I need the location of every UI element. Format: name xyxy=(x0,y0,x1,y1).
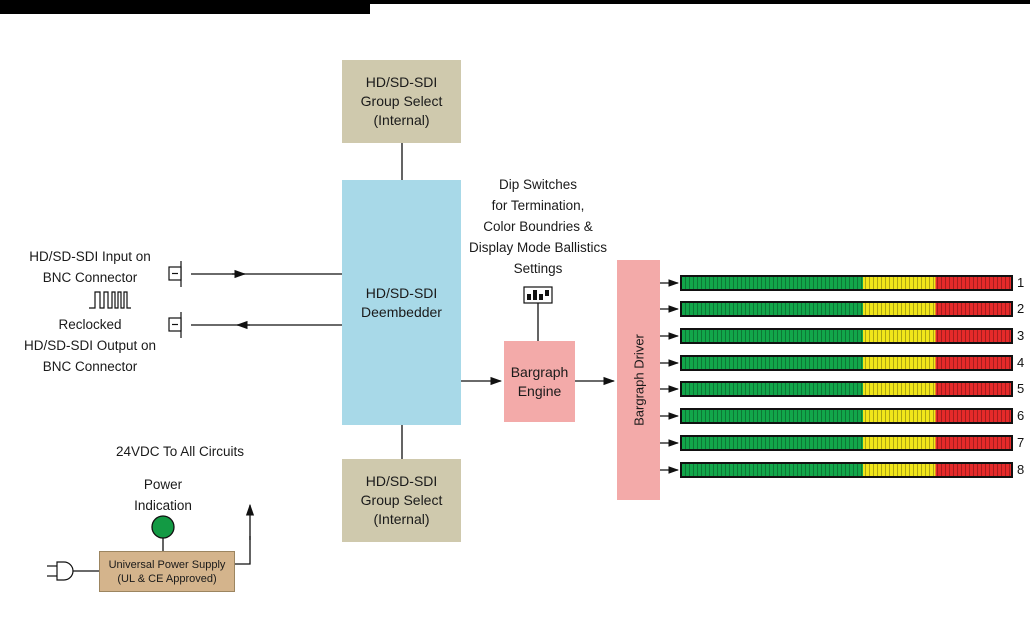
group-select-bottom-block: HD/SD-SDI Group Select (Internal) xyxy=(342,459,461,542)
dip-line-4: Display Mode Ballistics xyxy=(468,240,608,255)
bargraph-number-7: 7 xyxy=(1017,435,1025,450)
group-select-top-line-1: HD/SD-SDI xyxy=(365,74,438,90)
bargraph-meter-4 xyxy=(680,355,1013,371)
bargraph-engine-line-2: Engine xyxy=(517,382,562,399)
universal-power-supply-block: Universal Power Supply (UL & CE Approved… xyxy=(99,551,235,592)
dip-switches-label: Dip Switches for Termination, Color Boun… xyxy=(440,174,636,279)
group-select-top-block: HD/SD-SDI Group Select (Internal) xyxy=(342,60,461,143)
output-line-3: BNC Connector xyxy=(42,359,138,374)
power-indicator-led xyxy=(151,515,175,539)
top-left-bar xyxy=(0,0,370,14)
group-select-top-line-3: (Internal) xyxy=(373,112,430,128)
group-select-bottom-line-1: HD/SD-SDI xyxy=(365,473,438,489)
bargraph-meter-5 xyxy=(680,381,1013,397)
group-select-top-line-2: Group Select xyxy=(360,93,443,109)
group-select-bottom-line-3: (Internal) xyxy=(373,511,430,527)
bargraph-meter-1 xyxy=(680,275,1013,291)
bnc-input-icon xyxy=(168,261,182,287)
power-indication-line-1: Power xyxy=(143,477,183,492)
output-line-1: Reclocked xyxy=(58,317,122,332)
pulse-train-icon xyxy=(89,291,131,309)
bargraph-driver-label: Bargraph Driver xyxy=(631,334,646,426)
output-label: Reclocked HD/SD-SDI Output on BNC Connec… xyxy=(15,314,165,377)
output-line-2: HD/SD-SDI Output on xyxy=(23,338,157,353)
bargraph-number-8: 8 xyxy=(1017,462,1025,477)
bargraph-number-5: 5 xyxy=(1017,381,1025,396)
deembedder-block: HD/SD-SDI Deembedder xyxy=(342,180,461,425)
bargraph-number-3: 3 xyxy=(1017,328,1025,343)
dip-line-2: for Termination, xyxy=(491,198,585,213)
driver-outputs xyxy=(660,279,680,474)
group-select-bottom-line-2: Group Select xyxy=(360,492,443,508)
bargraph-engine-block: Bargraph Engine xyxy=(504,341,575,422)
bargraph-number-6: 6 xyxy=(1017,408,1025,423)
bargraph-meter-8 xyxy=(680,462,1013,478)
power-indication-label: Power Indication xyxy=(113,474,213,516)
bargraph-number-2: 2 xyxy=(1017,301,1025,316)
top-right-rule xyxy=(370,0,1030,4)
psu-line-1: Universal Power Supply xyxy=(108,558,226,571)
deembedder-line-2: Deembedder xyxy=(361,303,442,320)
input-label: HD/SD-SDI Input on BNC Connector xyxy=(15,246,165,288)
power-plug-icon xyxy=(47,561,74,581)
circuits-label: 24VDC To All Circuits xyxy=(95,441,265,462)
dip-switch-icon xyxy=(523,286,553,304)
psu-line-2: (UL & CE Approved) xyxy=(117,572,217,585)
bargraph-number-1: 1 xyxy=(1017,275,1025,290)
dip-line-5: Settings xyxy=(513,261,563,276)
circuits-line: 24VDC To All Circuits xyxy=(115,444,245,459)
dip-line-1: Dip Switches xyxy=(498,177,578,192)
bnc-output-icon xyxy=(168,312,182,338)
deembedder-line-1: HD/SD-SDI xyxy=(365,284,438,301)
bargraph-engine-line-1: Bargraph xyxy=(510,363,569,380)
power-indication-line-2: Indication xyxy=(134,498,192,513)
bargraph-number-4: 4 xyxy=(1017,355,1025,370)
input-line-1: HD/SD-SDI Input on xyxy=(29,249,151,264)
bargraph-meter-2 xyxy=(680,301,1013,317)
bargraph-meter-7 xyxy=(680,435,1013,451)
bargraph-meter-6 xyxy=(680,408,1013,424)
input-line-2: BNC Connector xyxy=(42,270,138,285)
bargraph-driver-block: Bargraph Driver xyxy=(617,260,660,500)
link-psu-circuits xyxy=(233,536,251,565)
bargraph-meter-3 xyxy=(680,328,1013,344)
dip-line-3: Color Boundries & xyxy=(483,219,593,234)
